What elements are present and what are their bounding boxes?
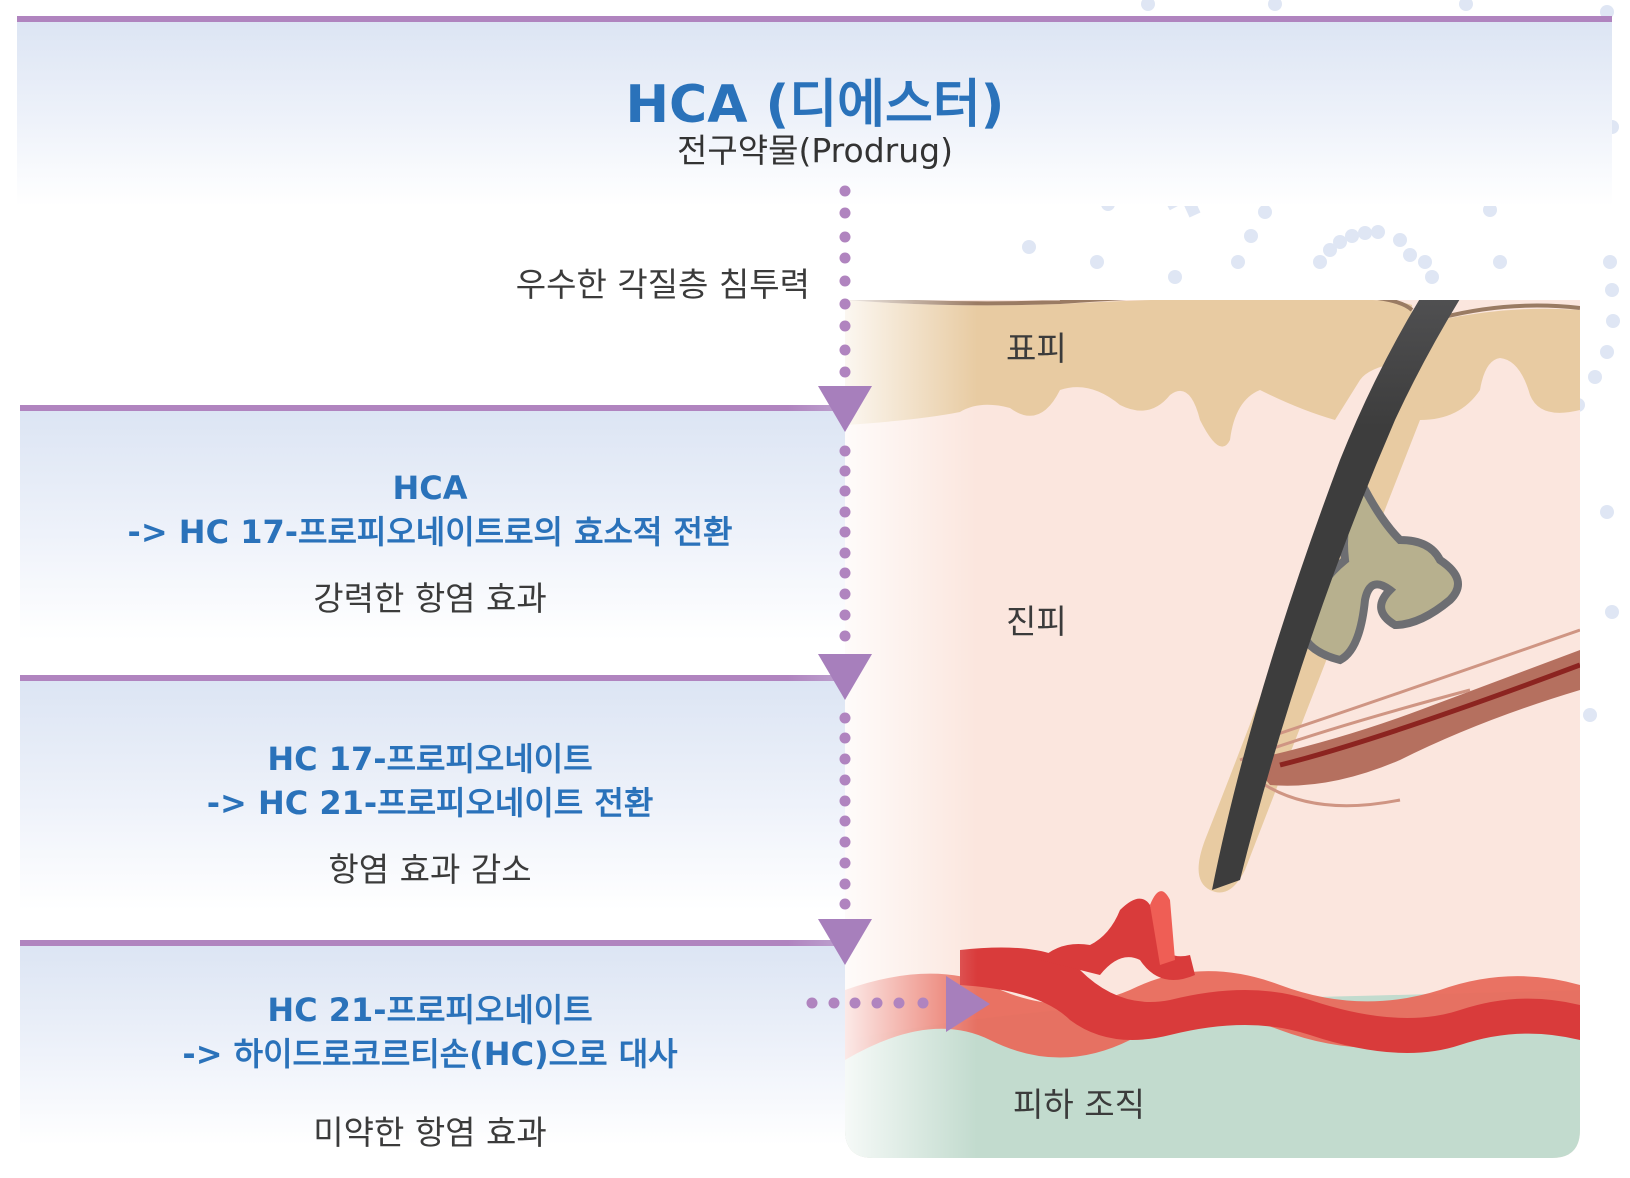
- stage-band-3: [20, 940, 980, 1145]
- stage-band-1: [20, 405, 980, 640]
- header-divider: [17, 16, 1612, 22]
- stage-divider-1: [20, 405, 980, 411]
- stage-1-text: HCA -> HC 17-프로피오네이트로의 효소적 전환 강력한 항염 효과: [20, 466, 840, 620]
- header-band: [17, 16, 1612, 206]
- stage-3-heading-line1: HC 21-프로피오네이트: [267, 991, 593, 1029]
- stage-1-heading-line2: -> HC 17-프로피오네이트로의 효소적 전환: [127, 513, 733, 551]
- stage-3-text: HC 21-프로피오네이트 -> 하이드로코르티손(HC)으로 대사 미약한 항…: [20, 988, 840, 1154]
- stage-divider-3: [20, 940, 980, 946]
- stage-2-text: HC 17-프로피오네이트 -> HC 21-프로피오네이트 전환 항염 효과 …: [20, 737, 840, 891]
- label-epidermis: 표피: [1006, 329, 1067, 368]
- stage-band-2: [20, 675, 980, 910]
- label-subcutaneous: 피하 조직: [1013, 1085, 1145, 1124]
- stage-1-effect: 강력한 항염 효과: [313, 579, 547, 618]
- stage-3-effect: 미약한 항염 효과: [313, 1113, 547, 1152]
- stage-2-heading-line2: -> HC 21-프로피오네이트 전환: [206, 784, 654, 822]
- stage-divider-2: [20, 675, 980, 681]
- stage-3-heading-line2: -> 하이드로코르티손(HC)으로 대사: [182, 1035, 678, 1073]
- stage-1-heading-line1: HCA: [392, 469, 468, 507]
- label-dermis: 진피: [1006, 602, 1067, 641]
- stage-2-effect: 항염 효과 감소: [328, 850, 532, 889]
- page-title: HCA (디에스터): [625, 75, 1005, 135]
- penetration-note: 우수한 각질층 침투력: [515, 265, 810, 304]
- skin-cross-section-illustration: [845, 300, 1580, 1158]
- stage-2-heading-line1: HC 17-프로피오네이트: [267, 740, 593, 778]
- page-subtitle: 전구약물(Prodrug): [677, 131, 953, 170]
